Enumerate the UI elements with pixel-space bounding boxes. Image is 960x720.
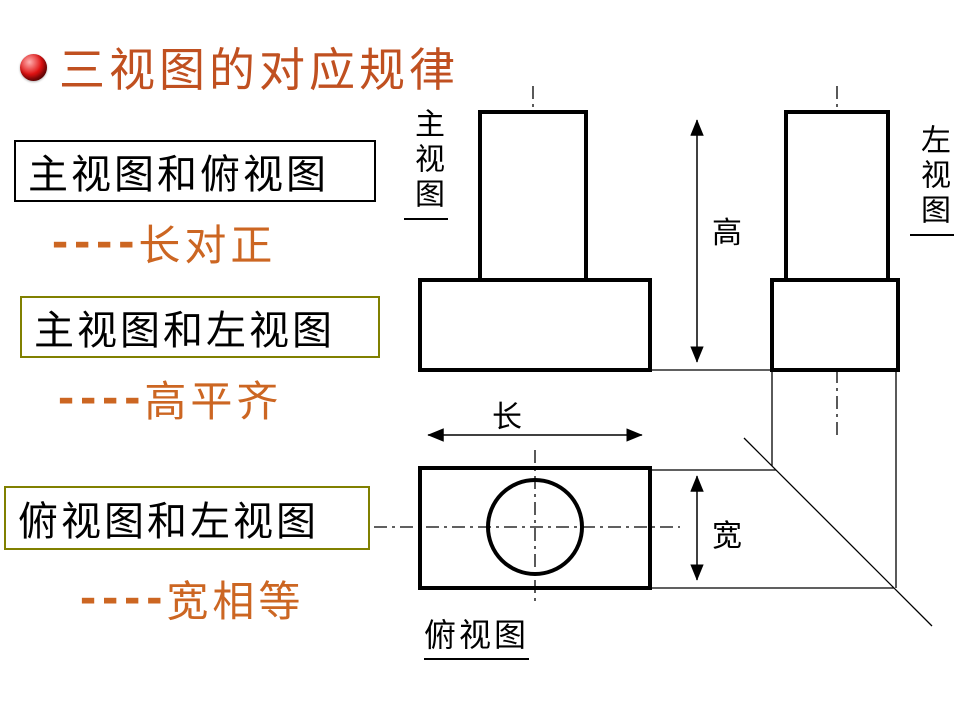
dimension-lines	[427, 119, 704, 581]
front-view-upper-rect	[478, 110, 588, 282]
view-outlines	[418, 110, 900, 590]
top-view-circle	[486, 478, 584, 576]
rule-text-length-aligned: ----长对正	[48, 212, 276, 273]
rule-text-width-equal: ----宽相等	[76, 568, 304, 629]
rule-box-front-and-top-label: 主视图和俯视图	[28, 152, 329, 197]
rule-box-top-and-side-label: 俯视图和左视图	[18, 499, 319, 544]
side-view-label: 左视图	[910, 124, 954, 236]
rule-word-length: 长对正	[138, 224, 277, 270]
height-dim-label: 高	[712, 217, 742, 250]
front-view-label: 主视图	[404, 108, 448, 220]
length-dim-label: 长	[492, 401, 522, 434]
center-lines	[374, 86, 838, 606]
title-row: 三视图的对应规律	[20, 34, 459, 100]
red-ball-bullet-icon	[20, 53, 47, 81]
side-view-lower-rect	[770, 278, 900, 372]
top-view-rect	[418, 466, 652, 590]
rule-word-height: 高平齐	[144, 380, 283, 426]
rule-box-front-and-top: 主视图和俯视图	[14, 140, 376, 202]
rule-word-width: 宽相等	[166, 580, 305, 626]
rule-text-height-aligned: ----高平齐	[54, 368, 282, 429]
rule-box-top-and-side: 俯视图和左视图	[4, 486, 370, 550]
dashes: ----	[54, 375, 144, 422]
front-view-lower-rect	[418, 278, 652, 372]
projection-lines	[650, 369, 933, 627]
miter-line-45deg	[743, 437, 933, 627]
slide-title: 三视图的对应规律	[59, 45, 459, 96]
rule-box-front-and-side-label: 主视图和左视图	[34, 308, 335, 353]
dashes: ----	[48, 219, 138, 266]
rule-box-front-and-side: 主视图和左视图	[20, 296, 380, 358]
width-dim-label: 宽	[712, 520, 742, 553]
top-view-label: 俯视图	[424, 610, 530, 660]
dashes: ----	[76, 575, 166, 622]
side-view-upper-rect	[784, 110, 890, 282]
